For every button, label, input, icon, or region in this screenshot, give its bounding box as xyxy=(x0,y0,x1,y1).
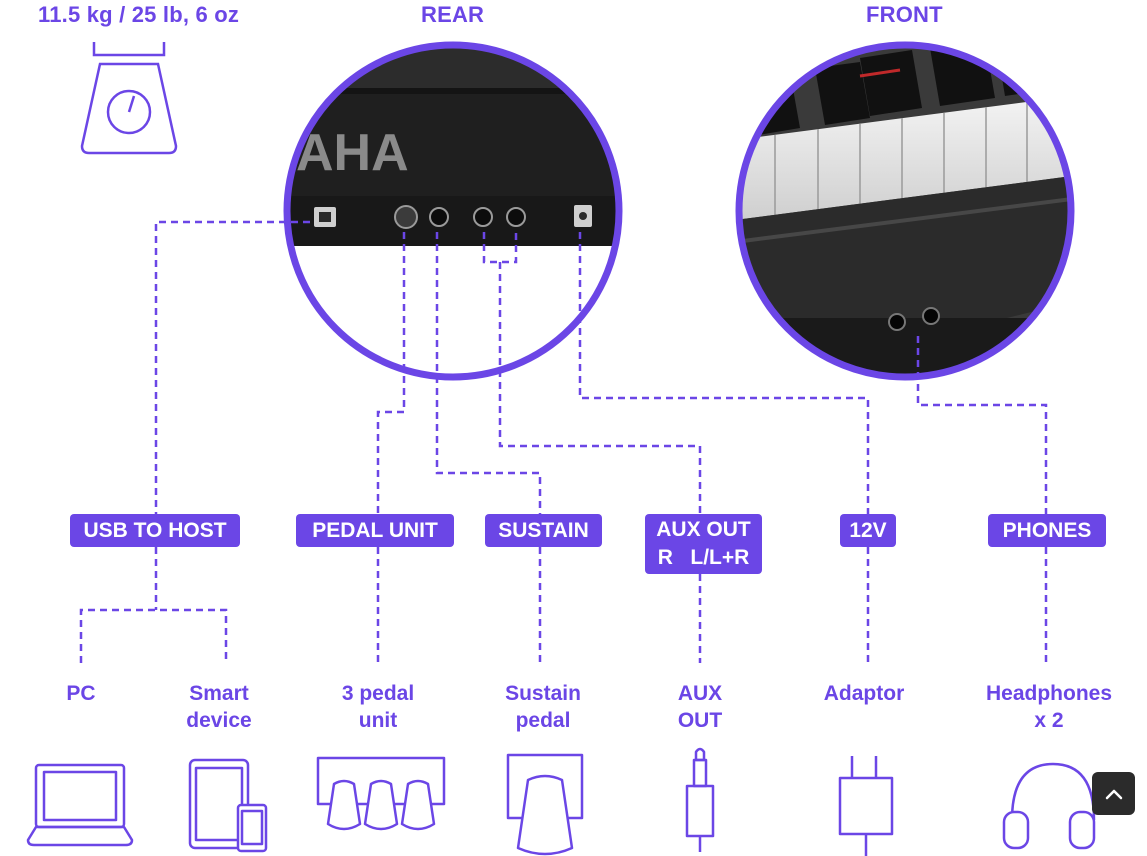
audio-jack-icon xyxy=(685,747,715,852)
device-label-smart-line2: device xyxy=(186,709,252,732)
three-pedal-icon xyxy=(316,756,446,831)
badge-12v: 12V xyxy=(840,514,896,547)
badge-usb-to-host: USB TO HOST xyxy=(70,514,240,547)
connection-lines xyxy=(79,220,1048,663)
device-label-3-pedal-unit: 3 pedal unit xyxy=(342,680,414,734)
device-label-headphones-line2: x 2 xyxy=(1034,709,1064,732)
weight-label: 11.5 kg / 25 lb, 6 oz xyxy=(38,2,240,27)
power-adaptor-icon xyxy=(838,756,894,856)
badge-aux-out-line1: AUX OUT xyxy=(656,518,751,541)
badge-pedal-unit: PEDAL UNIT xyxy=(296,514,454,547)
device-label-sustain-line2: pedal xyxy=(515,709,571,732)
device-label-pc: PC xyxy=(66,682,96,705)
brand-text: AHA xyxy=(296,124,409,182)
scroll-to-top-button[interactable] xyxy=(1092,772,1135,815)
device-label-sustain-line1: Sustain xyxy=(505,682,581,705)
device-label-adaptor: Adaptor xyxy=(823,682,905,705)
device-label-pedal-line2: unit xyxy=(358,709,398,732)
device-label-sustain-pedal: Sustain pedal xyxy=(505,680,581,734)
badge-aux-out-line2: R L/L+R xyxy=(657,546,750,569)
front-label: FRONT xyxy=(866,2,943,27)
scale-icon xyxy=(80,42,178,155)
device-label-aux-line1: AUX xyxy=(677,682,723,705)
badge-phones: PHONES xyxy=(988,514,1106,547)
rear-label: REAR xyxy=(421,2,485,27)
device-label-aux-line2: OUT xyxy=(677,709,723,732)
chevron-up-icon xyxy=(1105,789,1122,799)
laptop-icon xyxy=(26,763,134,847)
tablet-phone-icon xyxy=(188,758,268,853)
device-label-aux-out: AUX OUT xyxy=(678,680,722,734)
device-label-headphones-line1: Headphones xyxy=(985,682,1113,705)
device-label-headphones: Headphones x 2 xyxy=(986,680,1112,734)
badge-aux-out: AUX OUT R L/L+R xyxy=(645,514,762,574)
sustain-pedal-icon xyxy=(506,753,584,856)
device-label-pedal-line1: 3 pedal xyxy=(341,682,415,705)
headphones-icon xyxy=(1002,762,1096,850)
device-label-smart-device: Smart device xyxy=(186,680,251,734)
rear-panel-photo: AHA xyxy=(283,41,623,381)
front-panel-photo xyxy=(735,41,1075,381)
device-label-smart-line1: Smart xyxy=(189,682,249,705)
badge-sustain: SUSTAIN xyxy=(485,514,602,547)
